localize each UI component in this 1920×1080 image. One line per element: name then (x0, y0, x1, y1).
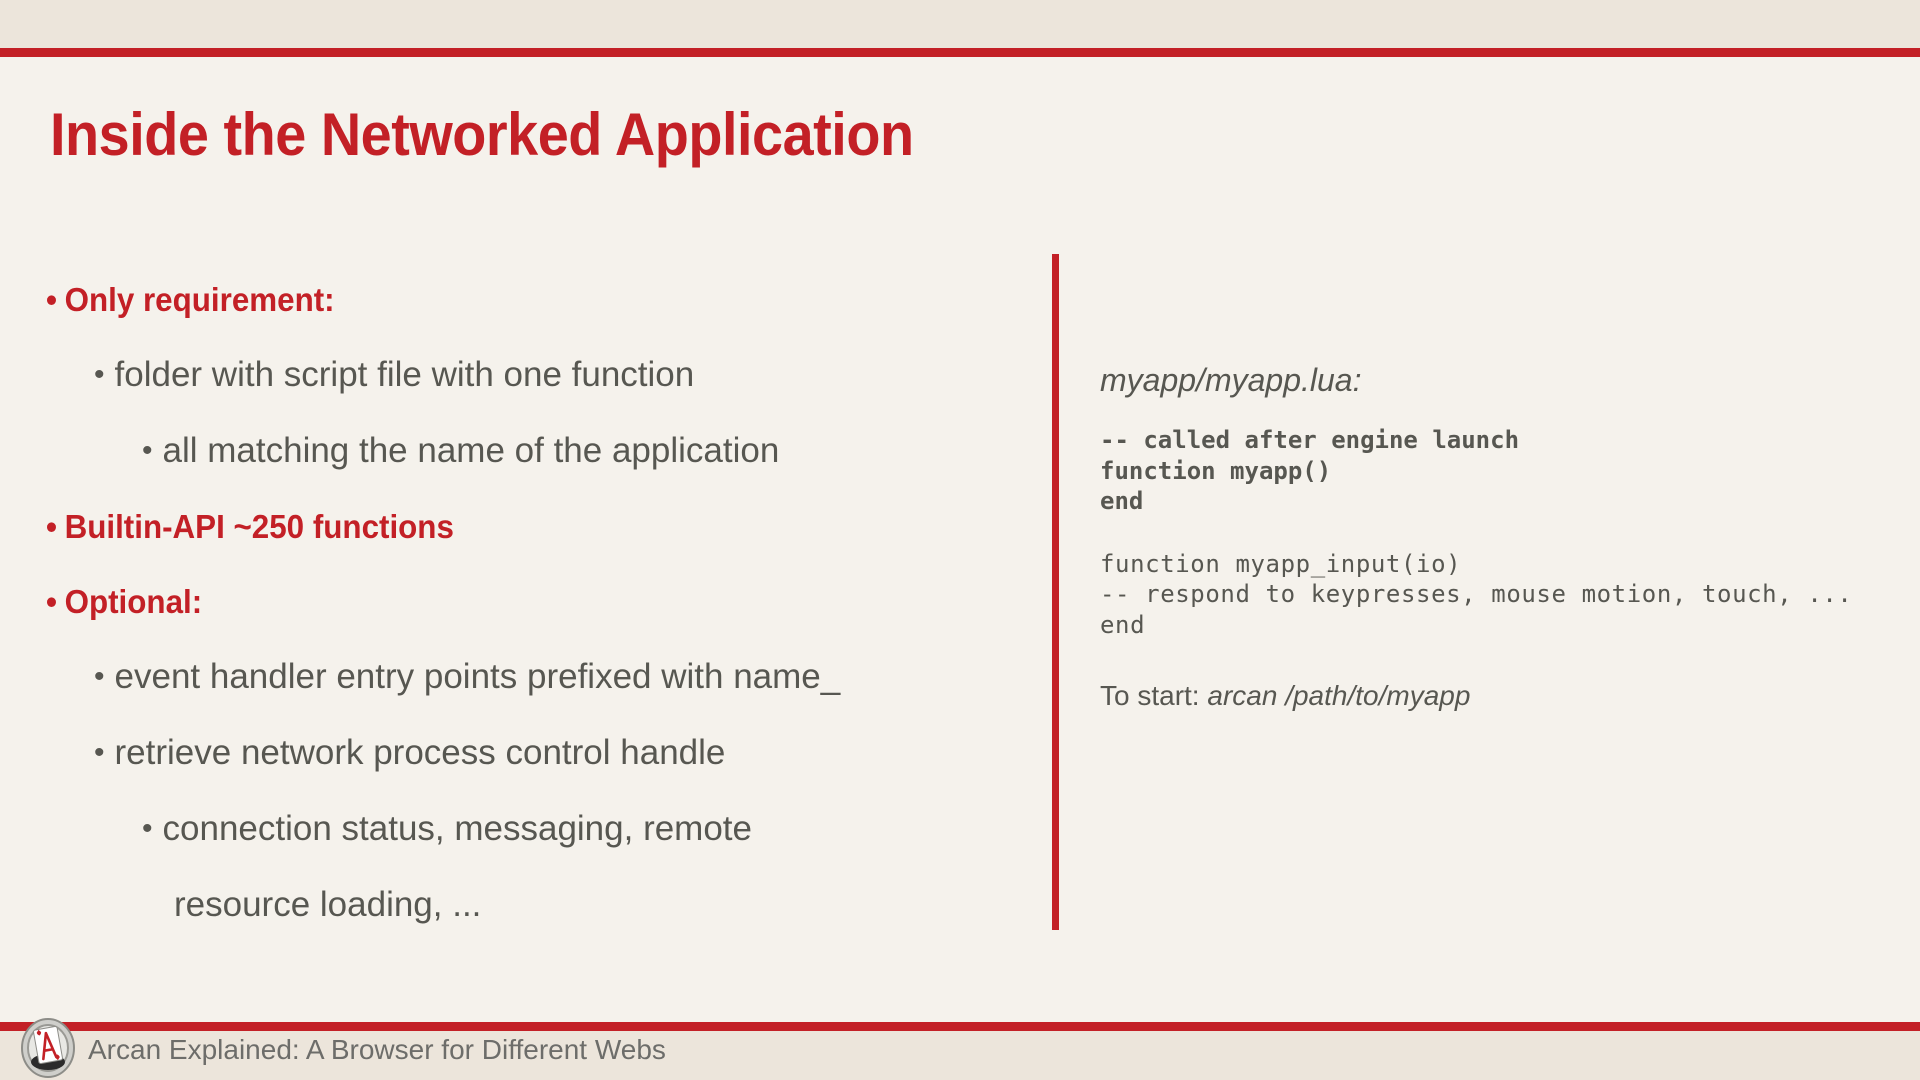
footer-title: Arcan Explained: A Browser for Different… (88, 1034, 666, 1065)
slide-title: Inside the Networked Application (50, 101, 914, 168)
code-block-entrypoint: -- called after engine launch function m… (1100, 426, 1520, 515)
bullet-dot-icon: • (94, 736, 105, 769)
bullet-item-event-handlers: • event handler entry points prefixed wi… (94, 639, 1036, 715)
start-command-line: To start: arcan /path/to/myapp (1100, 680, 1900, 712)
code-spacer (1100, 517, 1900, 549)
bullet-item-builtin-api: • Builtin-API ~250 functions (46, 489, 987, 564)
bullet-dot-icon: • (94, 660, 105, 693)
bullet-dot-icon: • (46, 583, 57, 620)
bullet-item-connection-status: • connection status, messaging, remote (142, 791, 1036, 867)
start-command: arcan /path/to/myapp (1207, 680, 1471, 711)
bullet-dot-icon: • (142, 434, 153, 467)
bullet-dot-icon: • (142, 812, 153, 845)
bullet-dot-icon: • (94, 358, 105, 391)
bullet-item-folder-script: • folder with script file with one funct… (94, 337, 1036, 413)
code-block-input-handler: function myapp_input(io) -- respond to k… (1100, 549, 1853, 639)
bullet-label: connection status, messaging, remote (162, 809, 752, 848)
slide-body (0, 57, 1920, 1022)
bullet-item-connection-status-continued: resource loading, ... (174, 885, 482, 924)
bullet-label: all matching the name of the application (162, 431, 780, 470)
slide-footer: Arcan Explained: A Browser for Different… (0, 1018, 1920, 1080)
bullet-item-optional: • Optional: (46, 564, 987, 639)
start-label: To start: (1100, 680, 1208, 711)
bullet-item-only-requirement: • Only requirement: (46, 262, 987, 337)
arcan-card-logo-icon (21, 1018, 75, 1078)
bullet-label: Only requirement: (64, 281, 335, 318)
bullet-label: retrieve network process control handle (114, 733, 726, 772)
bullet-item-network-handle: • retrieve network process control handl… (94, 715, 1036, 791)
bullet-label: Optional: (64, 583, 203, 620)
bullet-item-matching-name: • all matching the name of the applicati… (142, 413, 1036, 489)
code-caption: myapp/myapp.lua: (1100, 362, 1362, 398)
code-panel: myapp/myapp.lua: -- called after engine … (1100, 362, 1900, 712)
footer-red-rule (0, 1022, 1920, 1031)
top-red-rule (0, 48, 1920, 57)
bullet-label: Builtin-API ~250 functions (64, 508, 454, 545)
bullet-dot-icon: • (46, 508, 57, 545)
bullet-label: event handler entry points prefixed with… (114, 657, 841, 696)
bullet-list: • Only requirement: • folder with script… (46, 262, 1036, 943)
bullet-dot-icon: • (46, 281, 57, 318)
bullet-label: folder with script file with one functio… (114, 355, 695, 394)
vertical-red-divider (1052, 254, 1059, 930)
slide-top-band (0, 0, 1920, 48)
